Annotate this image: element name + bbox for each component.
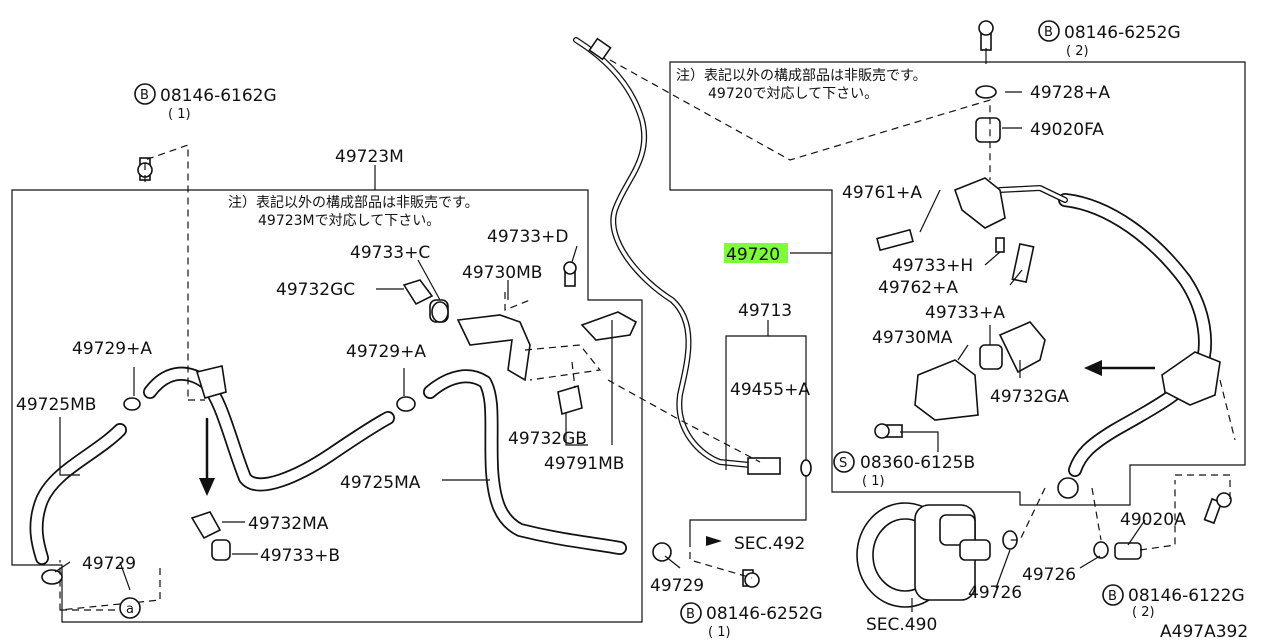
clamp-bracket-mid [195,365,227,399]
sensor-49761a [876,228,914,252]
circle-b-1: B [140,88,149,103]
label-08146-6122g-qty: ( 2) [1132,605,1155,620]
label-08146-6122g: 08146-6122G [1128,586,1245,606]
fitting-49020a [1114,542,1142,560]
label-49729-left: 49729 [82,554,136,574]
highlight-49720 [724,243,788,263]
label-49732gb: 49732GB [508,429,587,449]
label-49455a: 49455+A [730,380,810,400]
label-49733d: 49733+D [487,227,568,247]
grommet-49733a [979,344,1003,370]
circle-b-markers [119,20,1124,624]
clip-49791mb [580,311,638,341]
hose-49725mb [29,423,127,565]
label-08146-6162g-qty: ( 1) [168,107,191,122]
power-steering-pump [856,502,991,608]
washer-49728a [975,85,997,99]
arrow-down-left [199,418,215,496]
note-left-line1: 注）表記以外の構成部品は非販売です。 [228,194,479,211]
clamp-49729a-mid [396,396,416,412]
bracket-hose-top [953,177,1006,229]
label-49733a: 49733+A [925,303,1005,323]
label-49713: 49713 [738,301,792,321]
label-08146-6162g: 08146-6162G [160,86,277,106]
bracket-49732ma [190,511,222,540]
circle-a: a [126,602,134,617]
hose-49723m-pipe [143,366,395,492]
oring-49726-b [1093,541,1109,559]
note-right-line1: 注）表記以外の構成部品は非販売です。 [676,67,927,84]
oring-49455a [800,459,812,477]
label-49732gc: 49732GC [276,280,355,300]
label-49020fa: 49020FA [1030,120,1104,140]
label-49730ma: 49730MA [872,328,953,348]
label-49020a: 49020A [1120,510,1186,530]
label-08360-6125b-qty: ( 1) [862,474,885,489]
bolt-08146-6252g-top [978,20,994,51]
label-49732ma: 49732MA [248,514,329,534]
label-08146-6252g-top: 08146-6252G [1064,23,1181,43]
label-08146-6252g-top-qty: ( 2) [1066,44,1089,59]
label-49733h: 49733+H [892,256,973,276]
bracket-hose-clamp [1161,351,1221,406]
label-49730mb: 49730MB [462,263,542,283]
label-49762a: 49762+A [878,278,958,298]
circle-s: S [839,456,847,471]
arrow-left-right-side [1084,360,1155,376]
pipe-49713 [573,37,781,475]
grommet-49733c [431,301,449,323]
label-49729a-mid: 49729+A [346,342,426,362]
label-49728a: 49728+A [1030,83,1110,103]
bracket-49732ga [998,321,1046,374]
label-49723m: 49723M [335,147,404,167]
label-sec492: SEC.492 [734,534,805,554]
label-49720: 49720 [726,245,780,265]
grommet-49733b [211,539,231,561]
diagram-reference-code: A497A392 [1160,622,1248,640]
bolt-08146-6252g-bottom [742,569,760,588]
label-49725mb: 49725MB [16,395,96,415]
label-08146-6252g-bottom-qty: ( 1) [708,625,731,640]
assembly-49723m-outline [11,189,643,623]
label-08360-6125b: 08360-6125B [860,453,975,473]
fitting-49020fa [975,117,1001,143]
note-right-line2: 49720で対応して下さい。 [708,86,878,102]
bolt-49733h [995,237,1005,253]
bolt-08146-6122g [1203,492,1232,525]
leader-lines [54,48,1146,612]
bolt-49733d [563,261,577,287]
label-49729-mid: 49729 [650,576,704,596]
note-left-line2: 49723Mで対応して下さい。 [258,213,440,229]
label-08146-6252g-bottom: 08146-6252G [706,604,823,624]
bracket-49730mb [456,314,531,382]
circle-b-3: B [686,607,695,622]
assembly-49720-outline [669,61,1246,506]
label-49726-b: 49726 [968,583,1022,603]
arrow-sec492 [706,536,722,546]
clamp-49729-left [41,569,63,585]
circle-b-2: B [1044,25,1053,40]
hose-49725ma [423,369,627,555]
label-49725ma: 49725MA [340,473,421,493]
label-49732ga: 49732GA [990,387,1069,407]
label-49733c: 49733+C [350,243,430,263]
sensor-49762a [1011,242,1035,284]
bolt-08360-6125b [874,423,903,439]
clip-49732gb [557,384,583,416]
label-49729a-left: 49729+A [72,339,152,359]
circle-b-4: B [1108,589,1117,604]
label-49733b: 49733+B [260,546,340,566]
label-49761a: 49761+A [842,183,922,203]
label-49726-a: 49726 [1022,565,1076,585]
dashed-lines [59,59,1236,611]
label-sec490: SEC.490 [866,615,937,635]
label-49791mb: 49791MB [544,454,624,474]
eye-fitting [1057,477,1079,499]
bracket-49730ma [914,359,979,421]
clamp-49729a-left [123,397,141,411]
